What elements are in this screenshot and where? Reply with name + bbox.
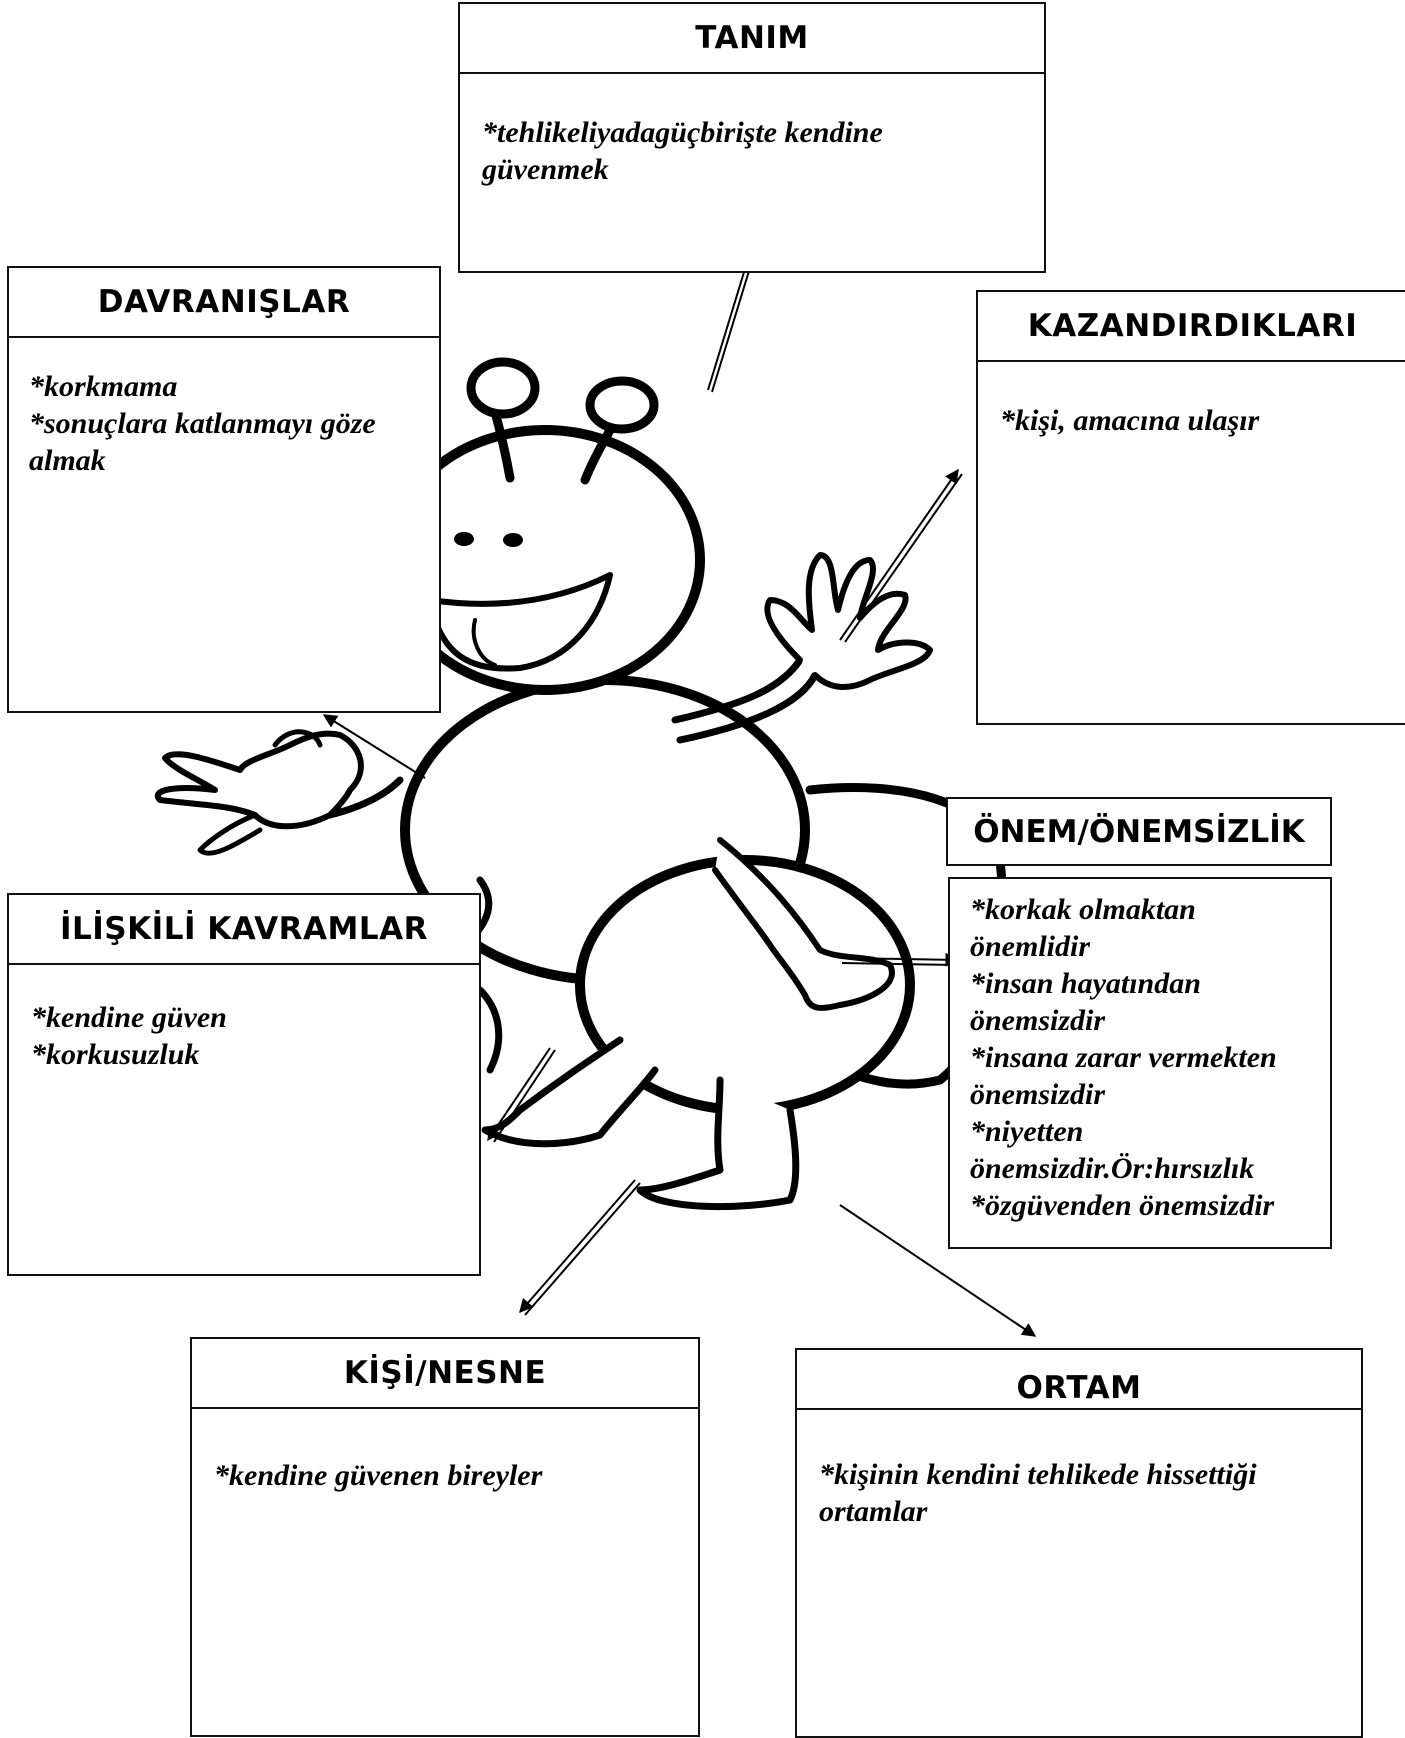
onem-line-4: önemsizdir <box>970 1002 1320 1039</box>
box-ortam-body: *kişinin kendini tehlikede hissettiği or… <box>797 1410 1361 1530</box>
kisi-line-1: *kendine güvenen bireyler <box>214 1457 680 1494</box>
arrow-to-kisi-2 <box>525 1183 640 1315</box>
box-iliskili-title: İLİŞKİLİ KAVRAMLAR <box>9 895 479 965</box>
ant-eye-right <box>503 533 523 547</box>
box-iliskili: İLİŞKİLİ KAVRAMLAR *kendine güven *korku… <box>7 893 481 1276</box>
box-tanim-title: TANIM <box>460 4 1044 74</box>
onem-line-9: *özgüvenden önemsizdir <box>970 1187 1320 1224</box>
box-kazandirdiklari-title: KAZANDIRDIKLARI <box>978 292 1405 362</box>
box-onem-title: ÖNEM/ÖNEMSİZLİK <box>946 797 1332 866</box>
ant-antenna-tip-right <box>590 381 654 429</box>
onem-line-6: önemsizdir <box>970 1076 1320 1113</box>
box-davranislar: DAVRANIŞLAR *korkmama *sonuçlara katlanm… <box>7 266 441 713</box>
ant-eye-left <box>454 532 474 546</box>
box-kisi-body: *kendine güvenen bireyler <box>192 1409 698 1494</box>
davranislar-line-1: *korkmama <box>29 368 421 405</box>
box-tanim: TANIM *tehlikeliyadagüçbirişte kendine g… <box>458 2 1046 273</box>
davranislar-line-2: *sonuçlara katlanmayı göze <box>29 405 421 442</box>
ant-hand-left <box>158 734 361 827</box>
onem-line-7: *niyetten <box>970 1113 1320 1150</box>
box-davranislar-body: *korkmama *sonuçlara katlanmayı göze alm… <box>9 338 439 479</box>
arrow-to-kisi <box>520 1180 635 1312</box>
box-ortam-title: ORTAM <box>797 1350 1361 1410</box>
box-tanim-body: *tehlikeliyadagüçbirişte kendine güvenme… <box>460 74 1044 188</box>
arrow-to-kazandirdiklari-2 <box>845 474 962 642</box>
ant-leg-left <box>485 1040 655 1144</box>
box-davranislar-title: DAVRANIŞLAR <box>9 268 439 338</box>
ant-antenna-tip-left <box>471 362 535 414</box>
tanim-line-2: güvenmek <box>482 151 1026 188</box>
box-kisi: KİŞİ/NESNE *kendine güvenen bireyler <box>190 1337 700 1737</box>
onem-line-2: önemlidir <box>970 928 1320 965</box>
onem-line-1: *korkak olmaktan <box>970 891 1320 928</box>
onem-line-3: *insan hayatından <box>970 965 1320 1002</box>
box-iliskili-body: *kendine güven *korkusuzluk <box>9 965 479 1073</box>
onem-line-5: *insana zarar vermekten <box>970 1039 1320 1076</box>
ortam-line-2: ortamlar <box>819 1493 1343 1530</box>
ortam-line-1: *kişinin kendini tehlikede hissettiği <box>819 1456 1343 1493</box>
box-kazandirdiklari-body: *kişi, amacına ulaşır <box>978 362 1405 439</box>
onem-line-8: önemsizdir.Ör:hırsızlık <box>970 1150 1320 1187</box>
kazandirdiklari-line-1: *kişi, amacına ulaşır <box>1000 402 1389 439</box>
box-kazandirdiklari: KAZANDIRDIKLARI *kişi, amacına ulaşır <box>976 290 1405 725</box>
box-kisi-title: KİŞİ/NESNE <box>192 1339 698 1409</box>
iliskili-line-1: *kendine güven <box>31 999 461 1036</box>
tanim-line-1: *tehlikeliyadagüçbirişte kendine <box>482 114 1026 151</box>
box-onem-body: *korkak olmaktan önemlidir *insan hayatı… <box>948 877 1332 1249</box>
box-ortam: ORTAM *kişinin kendini tehlikede hissett… <box>795 1348 1363 1738</box>
iliskili-line-2: *korkusuzluk <box>31 1036 461 1073</box>
davranislar-line-3: almak <box>29 442 421 479</box>
